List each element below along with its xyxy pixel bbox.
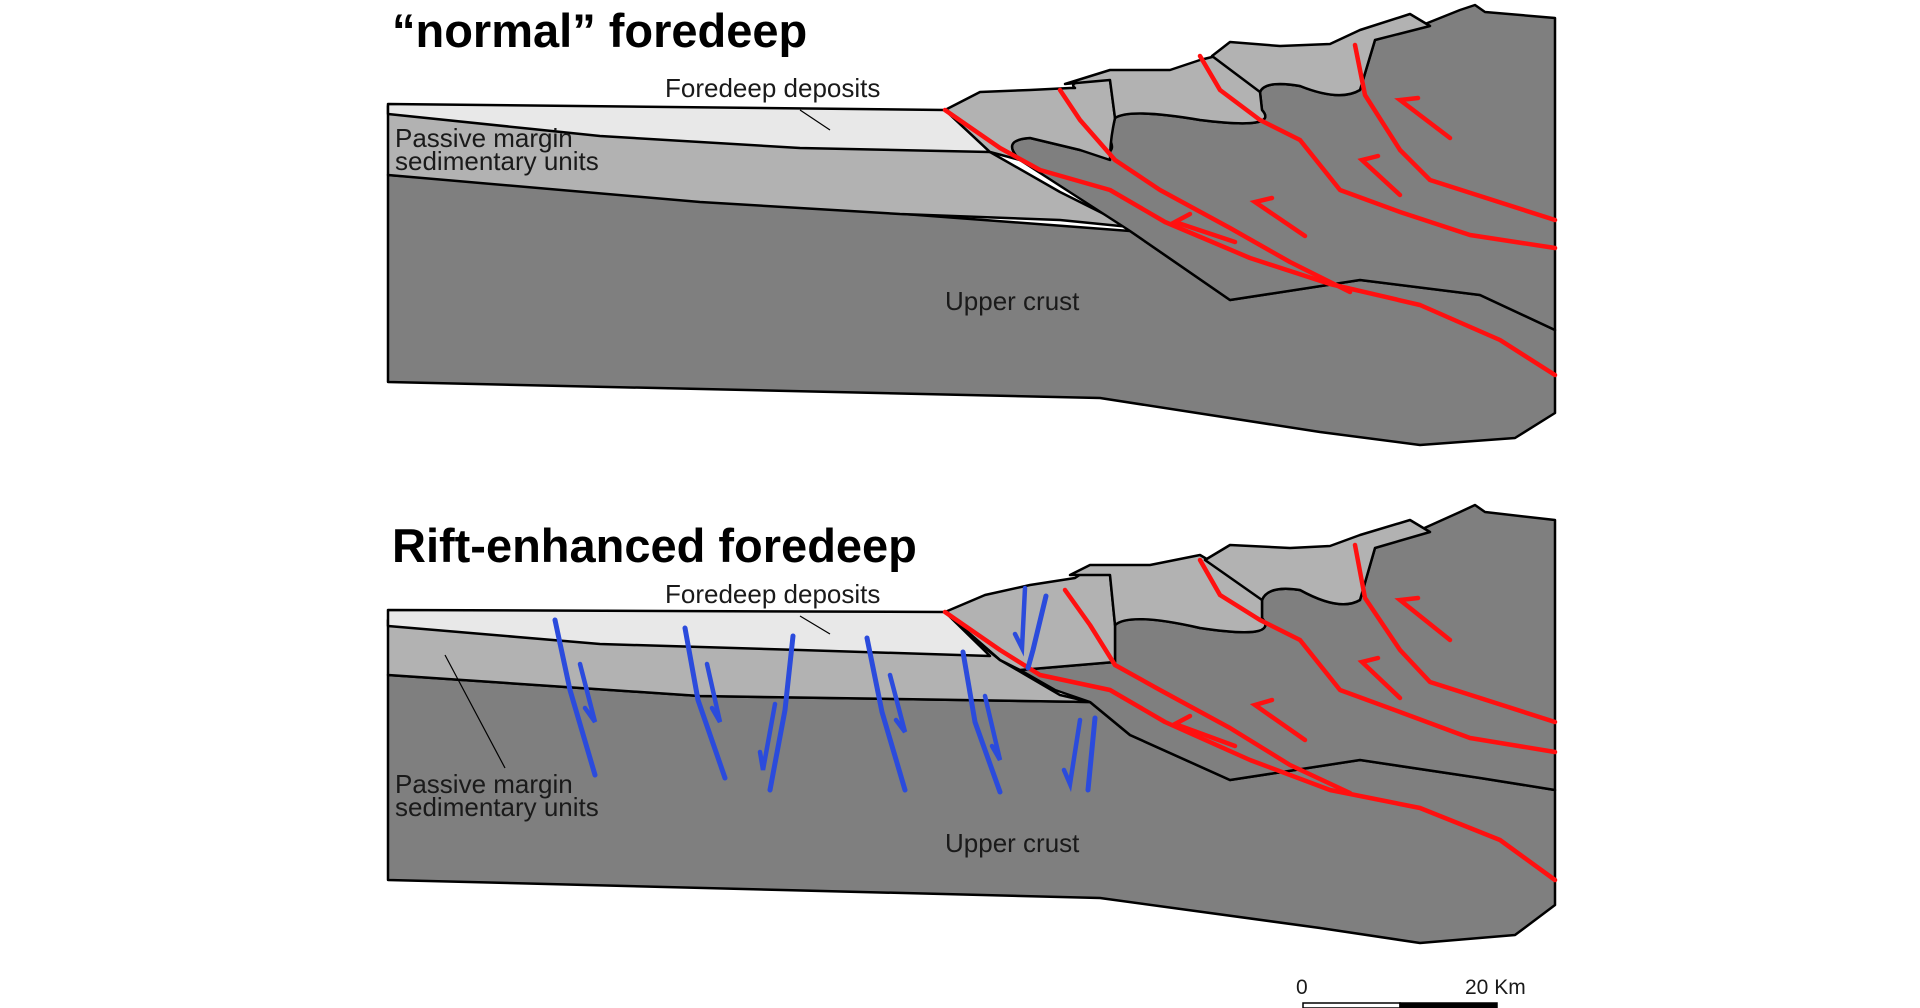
label-passive-margin-line2: sedimentary units <box>395 792 599 822</box>
label-upper-crust: Upper crust <box>945 828 1080 858</box>
thrust-faults <box>942 42 1558 378</box>
normal-faults <box>552 593 1098 795</box>
leader-line <box>444 654 506 769</box>
leader-line <box>799 109 831 131</box>
scale-bar-start-label: 0 <box>1296 976 1308 999</box>
label-passive-margin-line1: Passive margin <box>395 123 573 153</box>
thrust-slip-arrows <box>1169 595 1453 749</box>
label-upper-crust: Upper crust <box>945 286 1080 316</box>
panel-title: “normal” foredeep <box>392 4 807 57</box>
thrust-sheet-3 <box>1210 12 1432 97</box>
thrust-slip-arrows <box>1169 95 1453 245</box>
normal-fault-slip-arrows <box>577 585 1083 793</box>
thrust-sheet-3 <box>1203 518 1432 606</box>
label-passive-margin-line1: Passive margin <box>395 769 573 799</box>
panel-title: Rift-enhanced foredeep <box>392 519 917 572</box>
panel-normal-foredeep: “normal” foredeep Foredeep deposits <box>386 3 1558 447</box>
panel-rift-enhanced-foredeep: Rift-enhanced foredeep <box>386 503 1558 945</box>
label-foredeep-deposits: Foredeep deposits <box>665 73 880 103</box>
label-passive-margin-line2: sedimentary units <box>395 146 599 176</box>
scale-bar-white-segment <box>1302 1002 1401 1008</box>
label-foredeep-deposits: Foredeep deposits <box>665 579 880 609</box>
scale-bar-black-segment <box>1399 1002 1498 1008</box>
thrust-faults <box>942 542 1558 883</box>
leader-line <box>799 615 831 635</box>
scale-bar: 0 20 Km <box>1296 976 1526 1008</box>
scale-bar-end-label: 20 Km <box>1465 976 1526 999</box>
